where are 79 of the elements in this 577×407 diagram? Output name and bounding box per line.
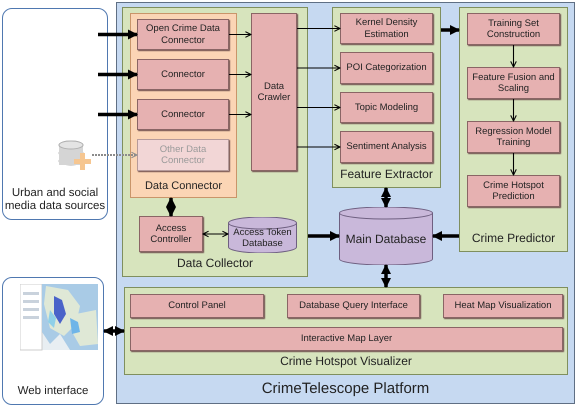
- arrow: [510, 45, 517, 68]
- process-box: [137, 59, 229, 90]
- group-title: Web interface: [16, 384, 90, 398]
- box-label: Crime Hotspot Prediction: [482, 180, 545, 202]
- arrow: [297, 64, 341, 72]
- arrow: [166, 197, 176, 217]
- group-title: Data Connector: [144, 180, 224, 193]
- arrow: [98, 70, 138, 80]
- process-box: [340, 131, 433, 163]
- arrow: [297, 104, 341, 111]
- group-title: Crime Predictor: [470, 232, 556, 246]
- process-box: [467, 13, 560, 45]
- process-box: [139, 216, 203, 252]
- box-label: Training Set Construction: [486, 18, 542, 40]
- box-label: Regression Model Training: [474, 126, 553, 148]
- process-box: [340, 13, 433, 44]
- connector-group: [130, 13, 237, 198]
- arrow: [103, 326, 125, 336]
- platform-panel: [116, 2, 575, 404]
- database-cylinder: [339, 207, 433, 265]
- source-panel: [2, 8, 108, 220]
- module-panel: [459, 7, 568, 252]
- box-label: Connector: [160, 68, 206, 80]
- module-panel: [124, 287, 568, 375]
- box-label: Interactive Map Layer: [300, 333, 394, 345]
- process-box: [467, 67, 560, 99]
- group-title: Data Collector: [176, 257, 254, 271]
- arrow: [510, 99, 517, 122]
- box-label: Database Query Interface: [298, 300, 409, 312]
- process-box: [130, 327, 563, 351]
- box-label: Sentiment Analysis: [345, 141, 428, 153]
- database-cylinder: [228, 217, 297, 253]
- group-title: Feature Extractor: [339, 168, 434, 182]
- arrow: [229, 31, 252, 38]
- process-box: [251, 13, 297, 171]
- module-panel: [122, 7, 308, 277]
- process-box: [340, 92, 433, 123]
- database-add-icon: [58, 138, 92, 172]
- process-box: [137, 19, 229, 50]
- arrow: [297, 25, 341, 32]
- arrow: [381, 264, 391, 288]
- arrow: [229, 71, 252, 78]
- arrow: [432, 231, 459, 241]
- box-label: Connector: [160, 108, 206, 120]
- process-box: [340, 52, 433, 84]
- process-box: [467, 121, 560, 153]
- box-label: Control Panel: [167, 300, 227, 312]
- process-box: [137, 139, 229, 171]
- arrow: [381, 187, 391, 208]
- process-box: [130, 294, 264, 318]
- box-label: Other Data Connector: [158, 144, 208, 166]
- box-label: Main Database: [346, 232, 426, 246]
- box-label: Open Crime Data Connector: [145, 23, 221, 46]
- box-label: Access Controller: [149, 222, 193, 246]
- group-title: Urban and social media data sources: [4, 186, 106, 213]
- box-label: Feature Fusion and Scaling: [471, 72, 556, 94]
- group-title: CrimeTelescope Platform: [260, 380, 430, 397]
- box-label: Heat Map Visualization: [454, 300, 552, 312]
- arrow: [229, 111, 252, 118]
- source-panel: [2, 277, 104, 405]
- process-box: [287, 294, 420, 318]
- arrow: [98, 110, 138, 120]
- arrow: [202, 230, 229, 238]
- box-label: Access Token Database: [232, 226, 293, 250]
- arrow: [510, 153, 517, 176]
- arrow: [441, 25, 460, 35]
- process-box: [443, 294, 563, 318]
- box-label: POI Categorization: [345, 62, 428, 74]
- arrow: [98, 30, 138, 40]
- box-label: Kernel Density Estimation: [354, 17, 418, 40]
- process-box: [467, 175, 560, 207]
- box-label: Topic Modeling: [354, 102, 420, 114]
- process-box: [137, 99, 229, 130]
- dashed-arrow: [92, 152, 138, 158]
- arrow: [308, 231, 340, 241]
- arrow: [297, 144, 341, 150]
- group-title: Crime Hotspot Visualizer: [279, 355, 413, 369]
- module-panel: [332, 7, 441, 188]
- box-label: Data Crawler: [256, 80, 292, 104]
